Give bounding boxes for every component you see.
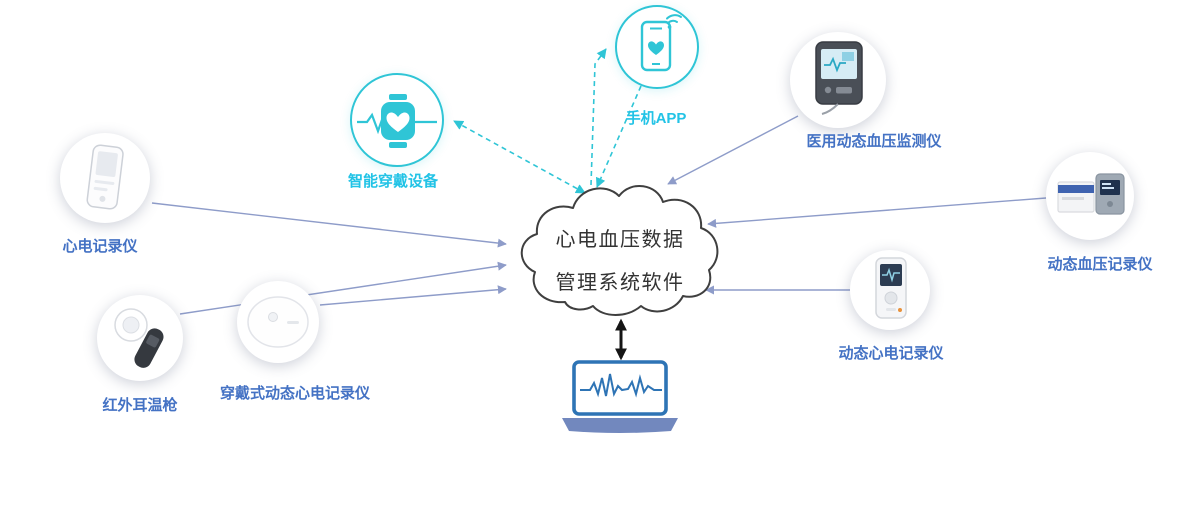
cloud-title: 心电血压数据 管理系统软件: [520, 219, 720, 305]
dashed-connector-mobile-app-to-cloud: [596, 85, 642, 188]
label-holter-recorder: 动态心电记录仪: [838, 345, 944, 362]
node-bp-monitor: [790, 32, 886, 128]
label-wearable-holter: 穿戴式动态心电记录仪: [219, 385, 370, 402]
connector-bp-monitor-to-cloud: [667, 115, 799, 185]
cloud-title-line1: 心电血压数据: [555, 229, 685, 251]
node-ecg-recorder: [60, 133, 150, 223]
cloud-title-line2: 管理系统软件: [555, 272, 685, 294]
ecg-recorder-device-image: [86, 144, 124, 210]
watch-heart-ecg-icon: [357, 94, 437, 148]
laptop-base: [562, 418, 678, 433]
connector-abpm-recorder-to-cloud: [707, 197, 1047, 228]
connector-wearable-holter-to-cloud: [319, 285, 507, 306]
cloud-shape: [520, 184, 719, 316]
ear-thermometer-device-image: [114, 308, 164, 368]
dashed-connector-cloud-to-mobile-app: [590, 48, 607, 186]
wearable-holter-device-image: [247, 296, 309, 348]
ecg-waveform: [580, 373, 662, 398]
label-ecg-recorder: 心电记录仪: [62, 238, 138, 255]
connector-ear-thermometer-to-cloud: [179, 261, 507, 315]
dashed-connector-cloud-smart-wearable: [453, 120, 586, 194]
node-mobile-app: [615, 5, 699, 89]
abpm-recorder-device-image: [1057, 173, 1125, 215]
holter-recorder-device-image: [875, 257, 907, 319]
laptop-workstation: [562, 360, 678, 433]
label-bp-monitor: 医用动态血压监测仪: [806, 133, 942, 150]
label-ear-thermometer: 红外耳温枪: [102, 397, 178, 414]
node-ear-thermometer: [97, 295, 183, 381]
node-wearable-holter: [237, 281, 319, 363]
bp-monitor-device-image: [815, 41, 863, 115]
node-abpm-recorder: [1046, 152, 1134, 240]
node-smart-wearable: [350, 73, 444, 167]
label-smart-wearable: 智能穿戴设备: [347, 173, 438, 190]
label-mobile-app: 手机APP: [625, 110, 687, 127]
phone-heart-wifi-icon: [640, 14, 682, 72]
connector-ecg-recorder-to-cloud: [151, 202, 507, 248]
node-holter-recorder: [850, 250, 930, 330]
label-abpm-recorder: 动态血压记录仪: [1047, 256, 1153, 273]
